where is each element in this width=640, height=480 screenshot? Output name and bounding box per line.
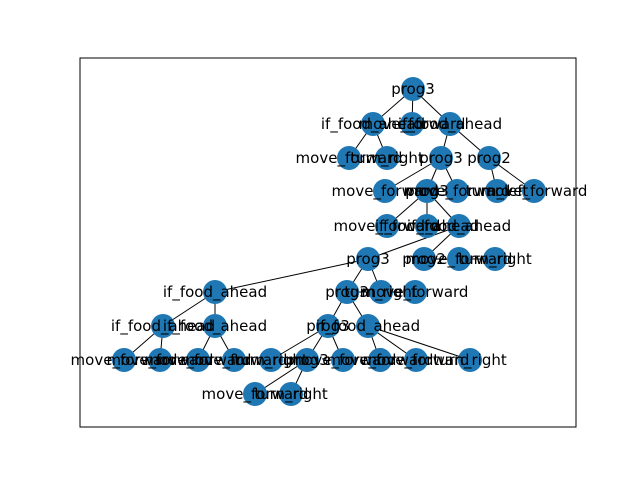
node-label: turn_right — [458, 250, 532, 269]
tree-node — [404, 348, 428, 372]
node-label: move_forward — [363, 351, 470, 370]
node-label: move_forward — [332, 182, 439, 201]
node-label: move_forward — [404, 182, 511, 201]
edges-layer — [123, 88, 535, 395]
tree-node — [337, 146, 361, 170]
tree-node — [447, 247, 471, 271]
tree-node — [477, 146, 501, 170]
tree-node — [415, 214, 439, 238]
tree-node — [369, 280, 393, 304]
node-label: turn_left — [466, 182, 529, 201]
node-label: prog3 — [325, 283, 369, 301]
tree-node — [356, 247, 380, 271]
node-label: move_forward — [145, 351, 252, 370]
node-label: prog3 — [285, 351, 329, 369]
node-label: turn_right — [350, 149, 424, 168]
tree-node — [222, 348, 246, 372]
tree-node — [412, 247, 436, 271]
tree-node — [279, 382, 303, 406]
node-label: if_food_ahead — [111, 317, 215, 336]
tree-node — [331, 348, 355, 372]
tree-node — [375, 214, 399, 238]
tree-node — [483, 247, 507, 271]
tree-node — [186, 348, 210, 372]
tree-node — [403, 280, 427, 304]
tree-node — [447, 214, 471, 238]
node-label: turn_right — [433, 351, 507, 370]
tree-node — [375, 146, 399, 170]
tree-node — [368, 348, 392, 372]
tree-node — [356, 314, 380, 338]
node-label: move_forward — [181, 351, 288, 370]
node-label: prog2 — [467, 149, 511, 167]
node-label: prog3 — [405, 182, 449, 200]
tree-edge — [367, 325, 471, 361]
tree-node — [429, 146, 453, 170]
node-label: move_forward — [481, 182, 588, 201]
tree-edge — [214, 258, 369, 293]
nodes-layer — [112, 77, 546, 406]
tree-node — [522, 179, 546, 203]
node-label: move_forward — [107, 351, 214, 370]
tree-node — [373, 179, 397, 203]
node-label: move_forward — [334, 217, 441, 236]
tree-edge — [367, 225, 460, 260]
node-label: if_food_ahead — [316, 317, 420, 336]
tree-node — [415, 179, 439, 203]
node-label: if_food_ahead — [398, 115, 502, 134]
tree-node — [485, 179, 509, 203]
tree-node — [361, 112, 385, 136]
tree-node — [401, 77, 425, 101]
node-label: move_forward — [202, 385, 309, 404]
node-label: move_forward — [71, 351, 178, 370]
node-label: prog3 — [306, 317, 350, 335]
tree-node — [438, 112, 462, 136]
tree-node — [335, 280, 359, 304]
tree-node — [151, 314, 175, 338]
tree-node — [316, 314, 340, 338]
tree-node — [112, 348, 136, 372]
node-label: prog3 — [346, 250, 390, 268]
plot-frame — [79, 57, 577, 428]
node-label: if_food_ahead — [407, 217, 511, 236]
tree-node — [203, 314, 227, 338]
tree-node — [445, 179, 469, 203]
labels-layer: prog3if_food_aheadmove_forwardif_food_ah… — [71, 80, 588, 404]
tree-node — [148, 348, 172, 372]
node-label: move_forward — [359, 115, 466, 134]
node-label: if_food_ahead — [163, 317, 267, 336]
node-label: if_food_ahead — [375, 217, 479, 236]
node-label: turn_right — [344, 283, 418, 302]
node-label: if_food_ahead — [163, 283, 267, 302]
tree-node — [259, 348, 283, 372]
node-label: move_forward — [327, 351, 434, 370]
tree-node — [458, 348, 482, 372]
node-label: prog2 — [402, 250, 446, 268]
node-label: move_forward — [406, 250, 513, 269]
node-label: move_forward — [296, 149, 403, 168]
tree-node — [400, 112, 424, 136]
node-label: turn_right — [234, 351, 308, 370]
node-label: if_food_ahead — [321, 115, 425, 134]
node-label: move_forward — [362, 283, 469, 302]
node-label: turn_right — [254, 385, 328, 404]
node-label: prog3 — [419, 149, 463, 167]
node-label: move_forward — [290, 351, 397, 370]
node-label: prog3 — [391, 80, 435, 98]
tree-node — [203, 280, 227, 304]
tree-node — [243, 382, 267, 406]
tree-node — [295, 348, 319, 372]
